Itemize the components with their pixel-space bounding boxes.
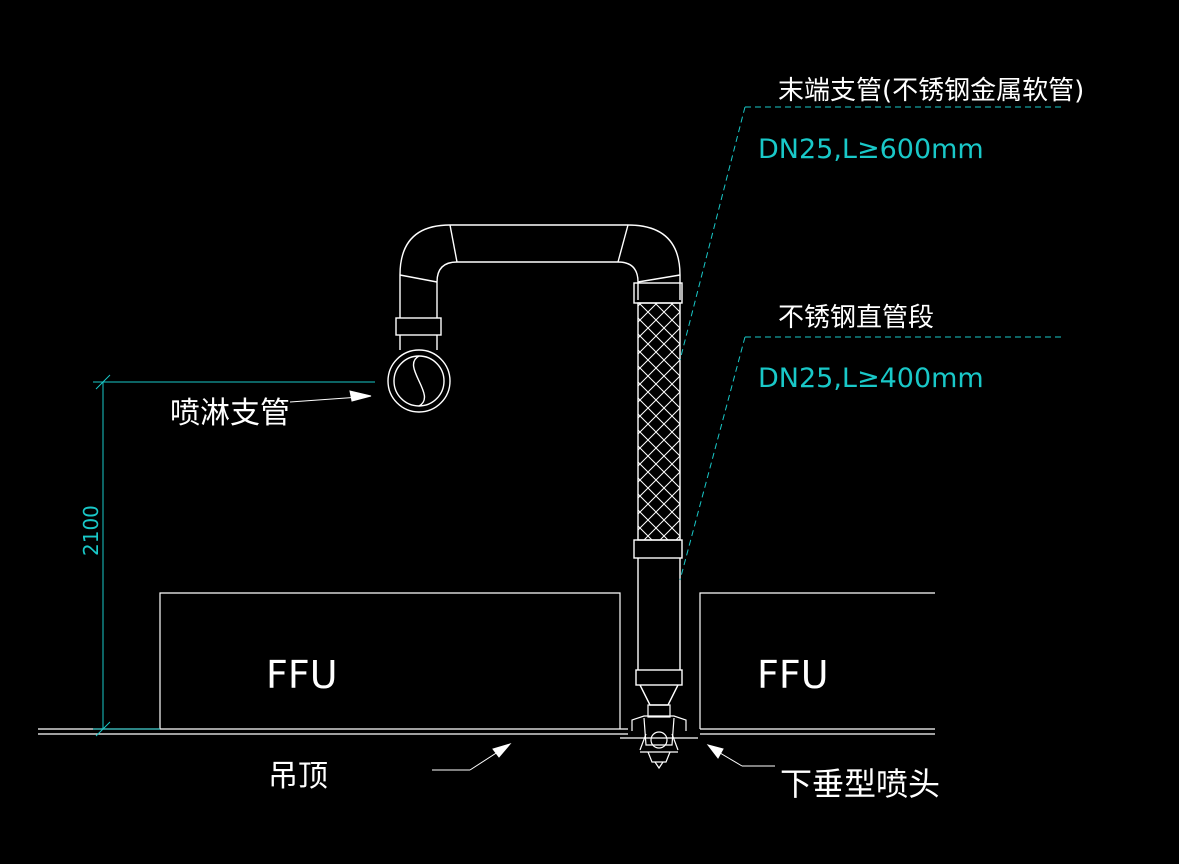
sprinkler-label: 下垂型喷头 <box>780 765 940 803</box>
dimension-line <box>93 374 375 737</box>
straight-title-label: 不锈钢直管段 <box>778 303 934 333</box>
ffu-right-label: FFU <box>757 653 829 697</box>
ffu-box-right <box>699 592 935 729</box>
ffu-left-label: FFU <box>266 653 338 697</box>
spray-branch-label: 喷淋支管 <box>170 396 290 431</box>
sprinkler-head <box>620 704 698 770</box>
annotation-leaders <box>679 106 1062 581</box>
leader-lines <box>289 390 775 771</box>
hose-spec-label: DN25,L≥600mm <box>758 134 984 165</box>
dimension-label: 2100 <box>79 505 103 556</box>
ceiling-lines <box>38 728 935 735</box>
flexible-hose-hatch <box>638 303 680 540</box>
straight-spec-label: DN25,L≥400mm <box>758 363 984 394</box>
hose-title-label: 末端支管(不锈钢金属软管) <box>778 76 1084 106</box>
ffu-box-left <box>159 592 621 729</box>
ceiling-label: 吊顶 <box>268 759 328 794</box>
branch-pipe-section <box>387 349 451 413</box>
